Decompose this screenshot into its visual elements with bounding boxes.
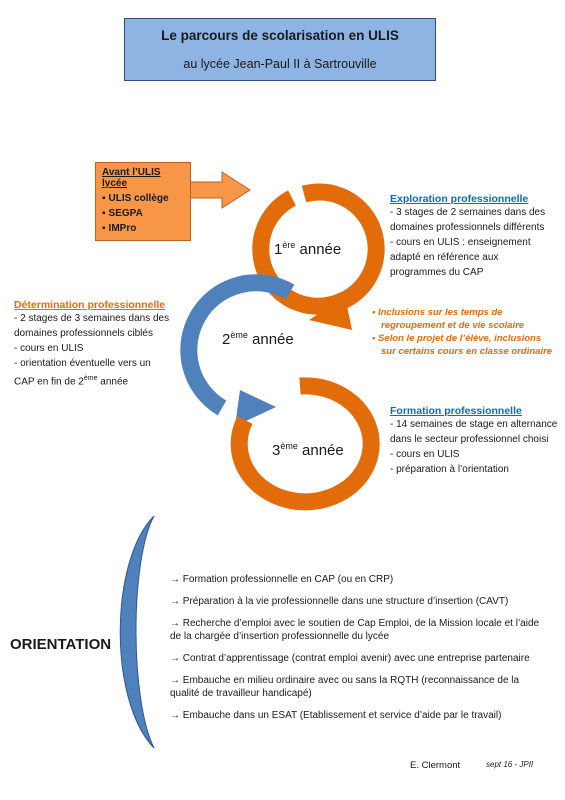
exploration-lines: - 3 stages de 2 semaines dans des domain… — [390, 205, 565, 280]
avant-ulis-list: ULIS collège SEGPA IMPro — [102, 191, 184, 236]
year-3-word: année — [302, 442, 344, 459]
year-3-number: 3 — [272, 442, 281, 459]
determination-line: domaines professionnels ciblés — [14, 328, 153, 339]
arc-year-1-arrowhead — [309, 296, 352, 330]
exploration-line: adapté en référence aux — [390, 252, 499, 263]
date-stamp: sept 16 - JPII — [486, 760, 534, 769]
year-2-label: 2ème année — [222, 330, 294, 348]
avant-ulis-heading: Avant l’ULIS lycée — [102, 167, 161, 189]
determination-last-end: année — [97, 376, 129, 388]
formation-line: - 14 semaines de stage en alternance — [390, 419, 558, 430]
determination-heading: Détermination professionnelle — [14, 299, 166, 311]
arc-year-2 — [180, 274, 295, 416]
orientation-label: ORIENTATION — [10, 636, 112, 653]
orientation-bracket — [119, 515, 155, 749]
outcome-item: → Embauche en milieu ordinaire avec ou s… — [170, 675, 520, 699]
year-1-number: 1 — [274, 241, 283, 258]
determination-last-suffix: ème — [83, 375, 98, 382]
year-3-label: 3ème année — [272, 441, 344, 459]
outcome-item: → Embauche dans un ESAT (Etablissement e… — [170, 710, 502, 721]
page-subtitle: au lycée Jean-Paul II à Sartrouville — [183, 57, 377, 71]
year-1-suffix: ère — [282, 240, 296, 250]
title-box: Le parcours de scolarisation en ULIS au … — [124, 18, 436, 81]
year-1-label: 1ère année — [274, 240, 341, 258]
avant-ulis-item: IMPro — [102, 221, 184, 236]
note-line: • Selon le projet de l’élève, inclusions — [372, 333, 542, 344]
exploration-line: - cours en ULIS : enseignement — [390, 237, 531, 248]
exploration-line: programmes du CAP — [390, 267, 484, 278]
avant-ulis-box: Avant l’ULIS lycée ULIS collège SEGPA IM… — [95, 162, 191, 241]
determination-lines: - 2 stages de 3 semaines dans des domain… — [14, 311, 194, 389]
determination-line: - 2 stages de 3 semaines dans des — [14, 313, 170, 324]
year-3-suffix: ème — [280, 441, 298, 451]
inclusion-notes: • Inclusions sur les temps de regroupeme… — [372, 306, 562, 358]
formation-heading: Formation professionnelle — [390, 405, 522, 417]
formation-line: - préparation à l’orientation — [390, 464, 509, 475]
exploration-section: Exploration professionnelle - 3 stages d… — [390, 193, 565, 280]
formation-lines: - 14 semaines de stage en alternance dan… — [390, 417, 565, 477]
arc-year-3 — [230, 377, 380, 511]
note-line: • Inclusions sur les temps de — [372, 307, 503, 318]
year-2-word: année — [252, 331, 294, 348]
outcome-item: → Préparation à la vie professionnelle d… — [170, 596, 509, 607]
determination-line: - orientation éventuelle vers un — [14, 358, 151, 369]
page-title: Le parcours de scolarisation en ULIS — [161, 28, 399, 43]
year-1-word: année — [299, 241, 342, 258]
formation-line: dans le secteur professionnel choisi — [390, 434, 549, 445]
determination-line-last: CAP en fin de 2ème année — [14, 371, 194, 389]
author-credit: E. Clermont — [410, 760, 461, 771]
note-line: sur certains cours en classe ordinaire — [381, 346, 553, 357]
outcome-item: → Recherche d’emploi avec le soutien de … — [170, 618, 540, 642]
arc-year-1-right — [301, 183, 385, 310]
formation-line: - cours en ULIS — [390, 449, 460, 460]
outcome-item: → Contrat d’apprentissage (contrat emplo… — [170, 653, 530, 664]
avant-ulis-item: ULIS collège — [102, 191, 184, 206]
note-line: regroupement et de vie scolaire — [381, 320, 525, 331]
outcome-item: → Formation professionnelle en CAP (ou e… — [170, 574, 394, 585]
avant-ulis-item: SEGPA — [102, 206, 184, 221]
year-2-suffix: ème — [230, 330, 248, 340]
determination-section: Détermination professionnelle - 2 stages… — [14, 299, 194, 389]
exploration-heading: Exploration professionnelle — [390, 193, 529, 205]
determination-last-start: CAP en fin de 2 — [14, 376, 84, 388]
year-2-number: 2 — [222, 331, 231, 348]
determination-line: - cours en ULIS — [14, 343, 84, 354]
avant-arrow — [189, 171, 251, 209]
orientation-outcomes: → Formation professionnelle en CAP (ou e… — [170, 573, 542, 731]
formation-section: Formation professionnelle - 14 semaines … — [390, 405, 565, 477]
exploration-line: domaines professionnels différents — [390, 222, 545, 233]
arc-year-2-arrowhead — [235, 390, 276, 426]
exploration-line: - 3 stages de 2 semaines dans des — [390, 207, 546, 218]
